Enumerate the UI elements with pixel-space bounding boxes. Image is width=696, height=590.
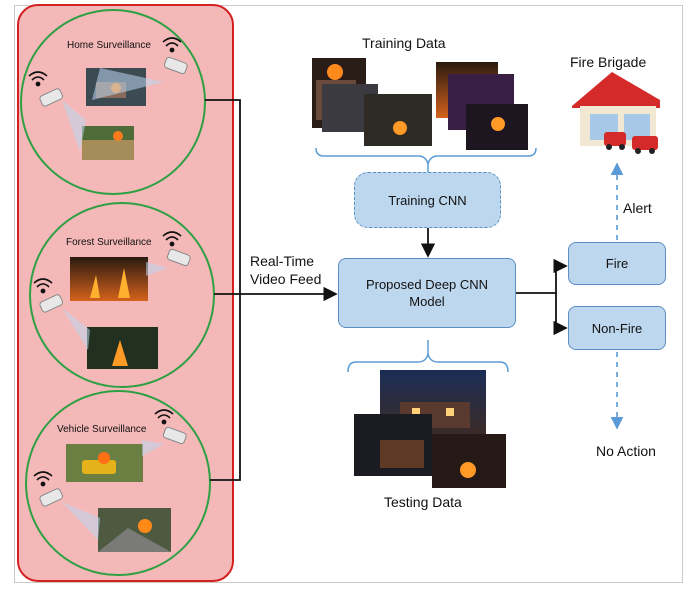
feed-label-line1: Real-Time	[250, 253, 315, 269]
security-camera-icon	[146, 248, 191, 276]
testing-data-label: Testing Data	[384, 494, 462, 510]
no-action-label: No Action	[596, 443, 656, 459]
fire-station-icon	[572, 72, 660, 154]
security-camera-icon	[39, 294, 90, 350]
wifi-icon	[154, 409, 174, 425]
model-label-line2: Model	[409, 294, 445, 309]
model-label-line1: Proposed Deep CNN	[365, 277, 489, 292]
vehicle-surveillance-circle	[25, 390, 211, 576]
model-node: Proposed Deep CNN Model	[338, 258, 516, 328]
wifi-icon	[33, 471, 53, 487]
training-data-label: Training Data	[362, 35, 446, 51]
wifi-icon	[28, 71, 48, 87]
security-camera-icon	[142, 426, 187, 456]
alert-label: Alert	[623, 200, 652, 216]
non-fire-node: Non-Fire	[568, 306, 666, 350]
testing-data-bracket	[347, 353, 509, 373]
forest-surveillance-circle	[29, 202, 215, 388]
home-surveillance-label: Home Surveillance	[67, 40, 151, 51]
security-camera-icon	[92, 56, 188, 100]
model-output-lines	[516, 258, 568, 294]
fire-label: Fire	[605, 256, 629, 271]
feed-label-line2: Video Feed	[250, 271, 322, 287]
training-data-bracket	[315, 147, 537, 165]
fire-brigade-label: Fire Brigade	[570, 54, 647, 70]
forest-surveillance-label: Forest Surveillance	[66, 237, 152, 248]
wifi-icon	[162, 37, 182, 53]
training-cnn-node: Training CNN	[354, 172, 501, 228]
fire-node: Fire	[568, 242, 666, 285]
security-camera-icon	[39, 488, 100, 540]
home-feed-line	[205, 99, 241, 481]
security-camera-icon	[39, 88, 86, 152]
wifi-icon	[33, 278, 53, 294]
training-data-photos	[312, 58, 528, 150]
vehicle-surveillance-label: Vehicle Surveillance	[57, 424, 147, 435]
testing-data-photos	[354, 370, 506, 488]
home-surveillance-circle	[20, 9, 206, 195]
forest-fire-photo-1	[70, 257, 148, 301]
wifi-icon	[162, 231, 182, 247]
training-cnn-label: Training CNN	[388, 192, 467, 208]
non-fire-label: Non-Fire	[591, 320, 643, 336]
